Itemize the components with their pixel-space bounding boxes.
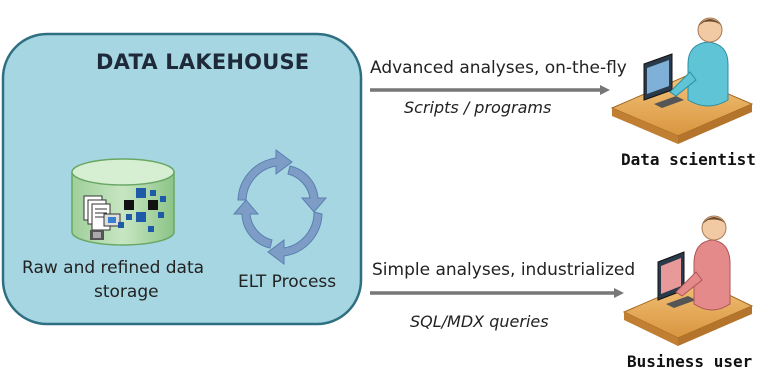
storage-label-line1: Raw and refined data bbox=[22, 258, 205, 278]
data-scientist-workstation-icon bbox=[610, 17, 754, 144]
flow-simple-sublabel: SQL/MDX queries bbox=[410, 312, 549, 331]
storage-label-line2: storage bbox=[94, 282, 159, 302]
lakehouse-title: DATA LAKEHOUSE bbox=[96, 50, 310, 74]
flow-advanced-sublabel: Scripts / programs bbox=[404, 98, 552, 117]
flow-advanced-label: Advanced analyses, on-the-fly bbox=[370, 58, 627, 78]
documents-icon bbox=[83, 195, 121, 240]
elt-process-label: ELT Process bbox=[238, 272, 337, 292]
business-user-workstation-icon bbox=[622, 215, 754, 346]
storage-cylinder-icon bbox=[71, 158, 175, 246]
elt-cycle-icon bbox=[232, 149, 328, 265]
business-user-label: Business user bbox=[627, 352, 753, 371]
data-scientist-label: Data scientist bbox=[621, 150, 756, 169]
data-blocks-icon bbox=[118, 188, 166, 232]
flow-simple-label: Simple analyses, industrialized bbox=[372, 260, 636, 280]
